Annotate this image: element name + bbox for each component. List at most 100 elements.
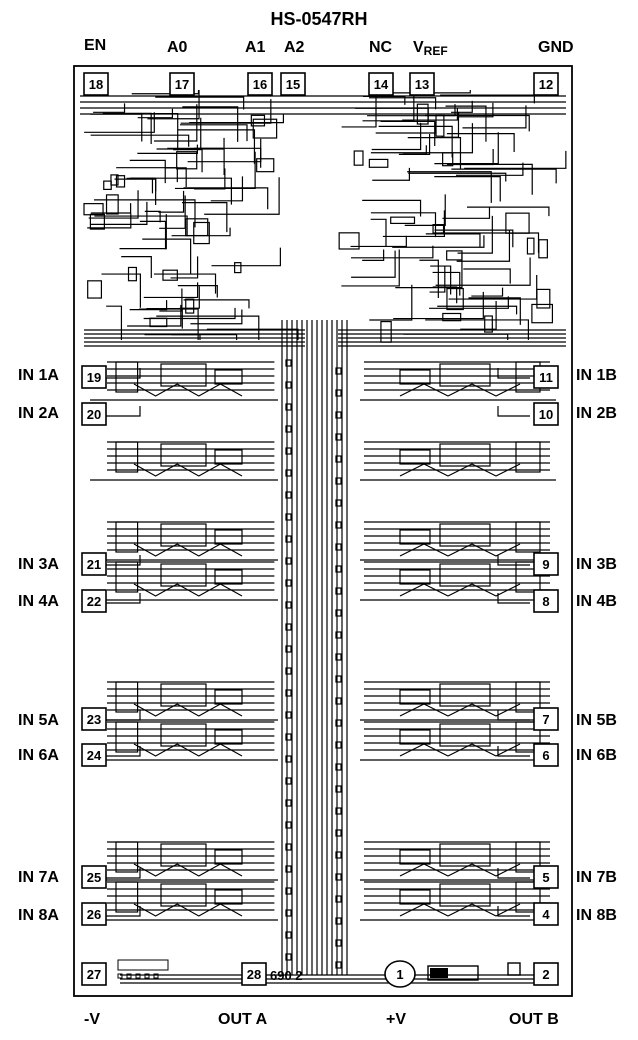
pad-number: 9 (542, 557, 549, 572)
pin-label-vref: VREF (413, 39, 448, 58)
logic-trace (457, 102, 494, 118)
pad-number: 17 (175, 77, 189, 92)
via (335, 829, 342, 837)
logic-trace (153, 104, 198, 142)
pad-number: 11 (539, 370, 553, 385)
logic-trace (382, 210, 445, 238)
via (285, 491, 292, 499)
logic-cell (234, 262, 242, 274)
input-stub (106, 868, 141, 879)
logic-trace (88, 190, 139, 219)
via (335, 477, 342, 485)
logic-trace (147, 90, 200, 120)
pin-label-gnd: GND (538, 39, 574, 56)
bond-pad-5: 5 (533, 865, 559, 889)
pin-label-in3b: IN 3B (576, 556, 617, 573)
logic-trace (174, 151, 256, 190)
logic-trace (425, 114, 530, 132)
logic-cell (536, 288, 551, 309)
logic-trace (181, 201, 228, 233)
logic-cell (435, 114, 445, 137)
logic-trace (129, 177, 232, 205)
bond-pad-14: 14 (368, 72, 394, 96)
via (285, 931, 292, 939)
logic-trace (190, 309, 243, 325)
input-stub (497, 593, 530, 604)
logic-trace (369, 90, 471, 94)
logic-trace (440, 232, 540, 253)
logic-cell (193, 221, 210, 245)
via (335, 719, 342, 727)
metal-traces (73, 65, 573, 997)
logic-trace (204, 177, 280, 215)
logic-trace (158, 190, 185, 213)
via (285, 733, 292, 741)
input-stub (497, 746, 530, 757)
via (285, 403, 292, 411)
logic-trace (463, 268, 511, 284)
via (335, 851, 342, 859)
switch-cell (107, 681, 275, 717)
via (335, 389, 342, 397)
bond-pad-28: 28 (241, 962, 267, 986)
logic-trace (404, 194, 446, 226)
logic-trace (430, 265, 452, 295)
pin-label-pos-v: +V (386, 1011, 407, 1028)
test-dot (135, 973, 141, 979)
logic-trace (446, 133, 515, 153)
via (285, 667, 292, 675)
pin-label-neg-v: -V (84, 1011, 100, 1028)
via (335, 763, 342, 771)
logic-trace (183, 299, 250, 309)
logic-trace (189, 113, 285, 124)
pin-label-out-a: OUT A (218, 1011, 268, 1028)
pin-label-in3a: IN 3A (18, 556, 59, 573)
logic-trace (466, 206, 550, 217)
switch-cell (364, 841, 550, 877)
pin-label-in7b: IN 7B (576, 869, 617, 886)
via (335, 433, 342, 441)
switch-cell (107, 721, 275, 757)
test-dot (126, 973, 132, 979)
logic-trace (441, 111, 460, 138)
logic-trace (126, 177, 157, 205)
logic-trace (429, 265, 446, 293)
pad-number: 21 (87, 557, 101, 572)
logic-trace (106, 305, 123, 340)
via (285, 579, 292, 587)
logic-trace (407, 137, 462, 169)
logic-trace (434, 229, 514, 248)
logic-trace (143, 282, 199, 299)
pad-number: 26 (87, 907, 101, 922)
logic-trace (468, 297, 521, 325)
chip-title: HS-0547RH (270, 9, 368, 29)
pin-label-nc: NC (369, 39, 393, 56)
bond-pad-16: 16 (247, 72, 273, 96)
logic-trace (462, 105, 527, 129)
pad-number: 14 (374, 77, 389, 92)
via (335, 697, 342, 705)
via (335, 873, 342, 881)
logic-trace (362, 199, 422, 217)
via (335, 807, 342, 815)
via (285, 557, 292, 565)
logic-trace (144, 334, 238, 340)
pin-label-in4a: IN 4A (18, 593, 59, 610)
logic-cell (442, 152, 454, 167)
switch-cell (364, 681, 550, 717)
logic-trace (183, 187, 269, 210)
logic-cell (538, 239, 548, 259)
logic-trace (460, 300, 497, 330)
bond-pad-4: 4 (533, 902, 559, 926)
pad-number: 7 (542, 712, 549, 727)
input-stub (106, 555, 141, 566)
logic-cell (446, 287, 464, 311)
logic-cell (149, 317, 168, 328)
via (285, 535, 292, 543)
logic-trace (341, 249, 400, 287)
via (335, 653, 342, 661)
bond-pad-24: 24 (81, 743, 107, 767)
input-stub (497, 555, 530, 566)
logic-cell (442, 312, 462, 322)
via (335, 411, 342, 419)
